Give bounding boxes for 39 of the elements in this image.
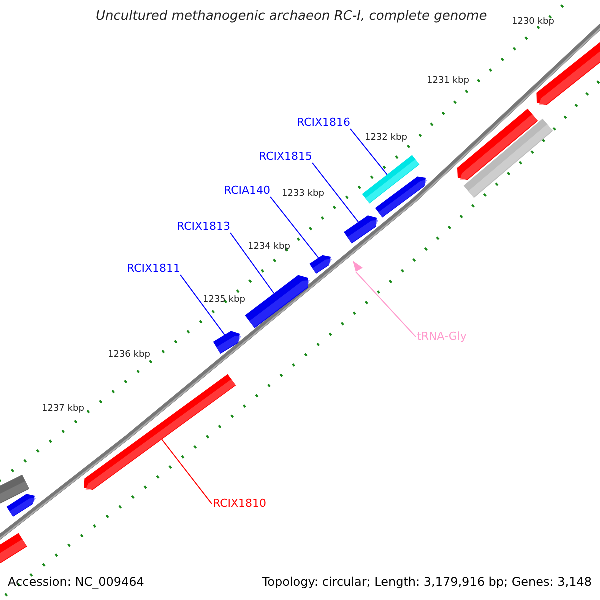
leader-line: [162, 439, 212, 505]
scale-label: 1236 kbp: [108, 351, 150, 361]
accession-label: Accession: NC_009464: [8, 576, 144, 590]
genome-summary: Topology: circular; Length: 3,179,916 bp; Genes: 3,148: [262, 576, 592, 590]
gene-bar: [375, 176, 428, 218]
gene-bar: [457, 108, 538, 180]
scale-label: 1234 kbp: [248, 243, 290, 253]
gene-bar: [536, 42, 600, 106]
gene-label: tRNA-Gly: [417, 331, 467, 344]
scale-label: 1230 kbp: [512, 18, 554, 28]
gene-bar: [0, 533, 28, 564]
scale-label: 1231 kbp: [427, 77, 470, 87]
gene-bar: [362, 155, 420, 204]
leader-line: [350, 128, 388, 176]
scale-label: 1232 kbp: [365, 134, 408, 144]
diagram-title: Uncultured methanogenic archaeon RC-I, complete genome: [96, 10, 488, 24]
leader-line: [312, 162, 360, 223]
gene-bar: [245, 275, 310, 328]
gene-bar: [213, 331, 242, 354]
gene-bar: [84, 374, 236, 490]
gene-bar: [344, 216, 379, 244]
gene-bar: [0, 474, 30, 504]
leader-line: [270, 196, 320, 258]
leader-line: [230, 232, 275, 294]
gene-bar: [464, 118, 554, 198]
gene-label: RCIX1816: [297, 117, 351, 130]
gene-bar: [310, 255, 332, 274]
gene-label: RCIX1810: [213, 498, 267, 510]
leader-line: [356, 272, 416, 338]
scale-label: 1235 kbp: [203, 296, 246, 306]
scale-label: 1233 kbp: [282, 190, 324, 200]
scale-label: 1237 kbp: [42, 405, 84, 415]
leader-line: [180, 274, 226, 336]
gene-bar: [6, 494, 36, 518]
gene-label: RCIX1811: [127, 263, 181, 276]
gene-label: RCIX1813: [177, 221, 231, 234]
trna-marker: [353, 261, 363, 272]
gene-label: RCIX1815: [259, 151, 313, 164]
gene-label: RCIA140: [224, 185, 271, 198]
